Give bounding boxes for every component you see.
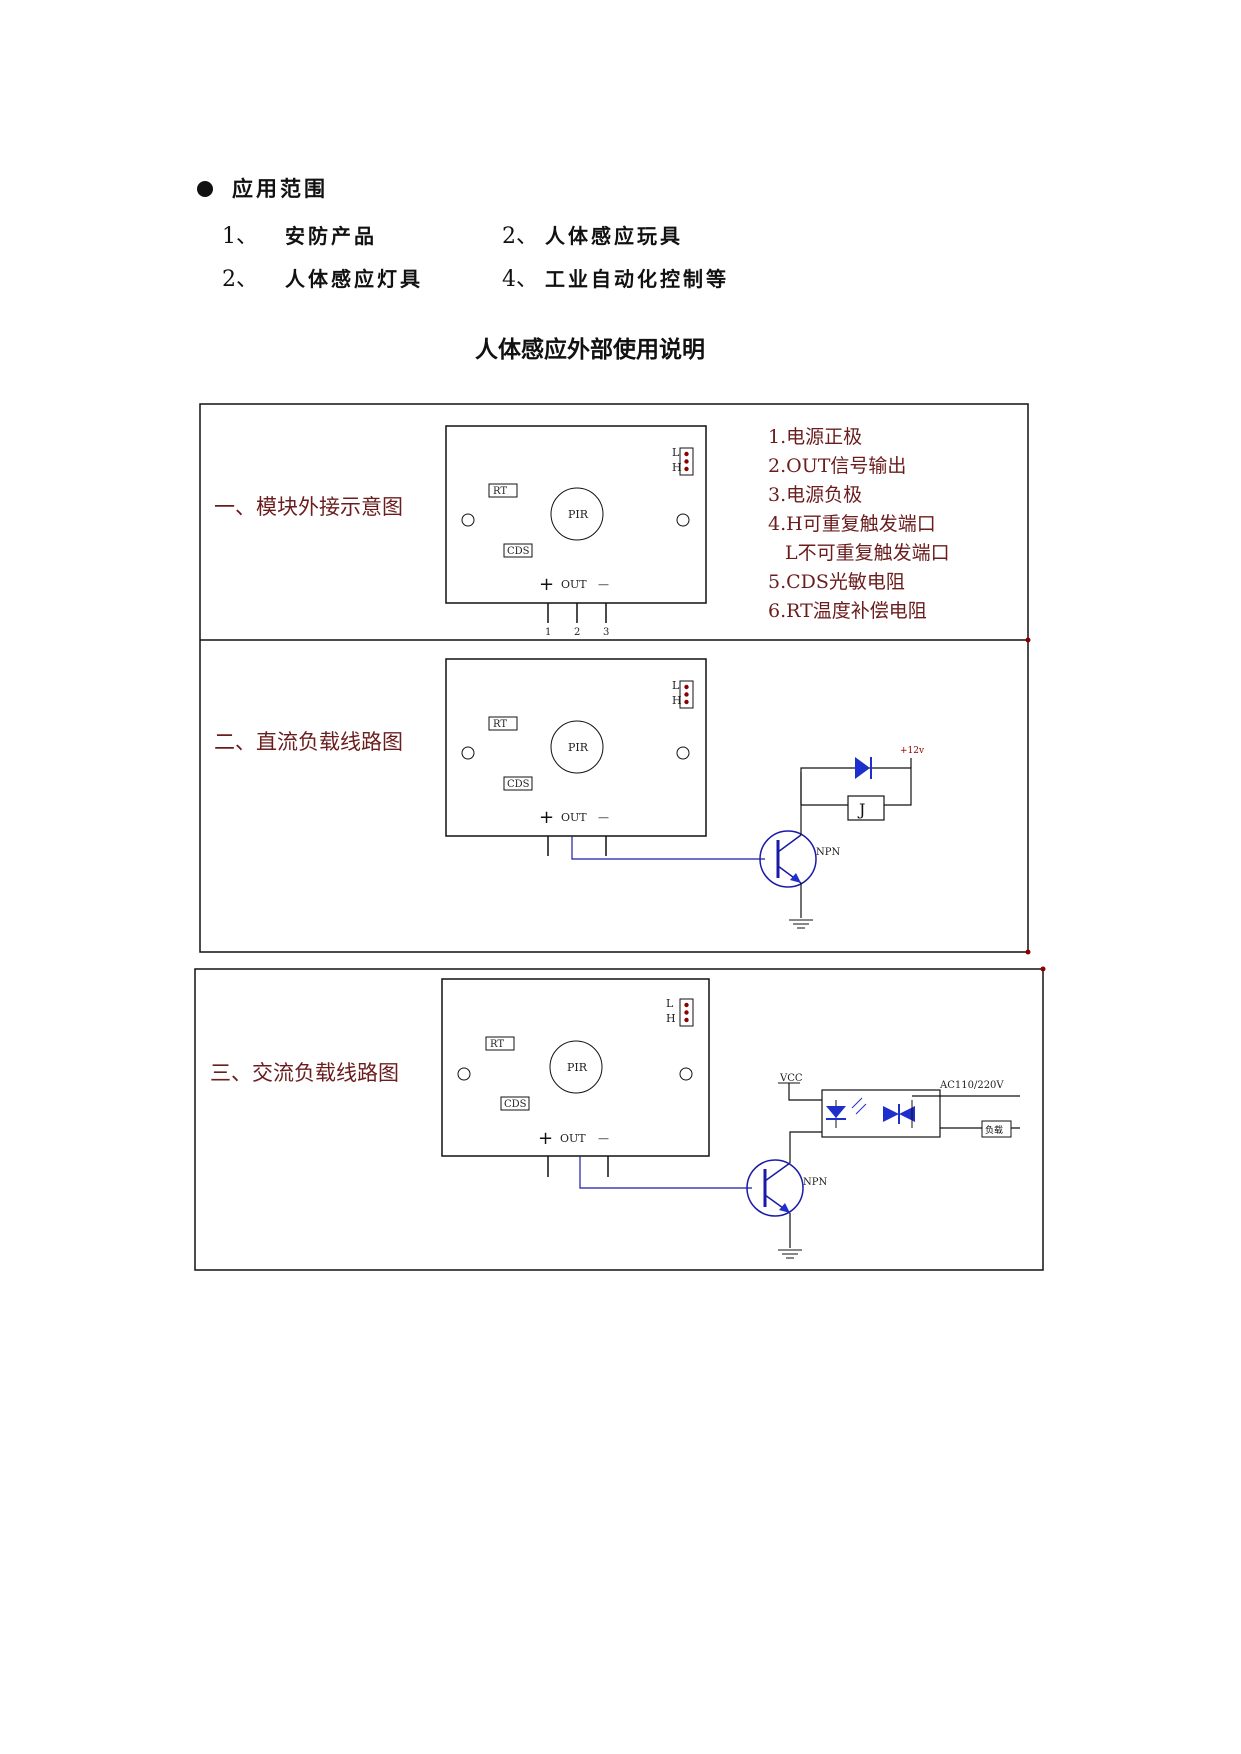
- svg-text:负载: 负载: [985, 1124, 1003, 1136]
- svg-text:—: —: [598, 578, 609, 591]
- section-heading: 应用范围: [232, 176, 328, 201]
- svg-text:RT: RT: [490, 1039, 504, 1050]
- svg-text:VCC: VCC: [779, 1073, 803, 1084]
- pin-label: 1: [545, 627, 551, 638]
- svg-text:+12v: +12v: [900, 746, 925, 756]
- svg-text:OUT: OUT: [561, 578, 587, 591]
- panel-label: 三、交流负载线路图: [210, 1061, 399, 1085]
- svg-text:+: +: [538, 1128, 553, 1149]
- svg-text:OUT: OUT: [560, 1132, 586, 1145]
- svg-text:PIR: PIR: [568, 508, 589, 521]
- lower-frame: [194, 968, 1044, 1271]
- led-icon: [826, 1106, 846, 1118]
- svg-text:PIR: PIR: [567, 1061, 588, 1074]
- app-item-num: 4、: [502, 267, 538, 292]
- legend-item: 3.电源负极: [768, 484, 862, 506]
- panel-label: 二、直流负载线路图: [214, 730, 403, 754]
- signal-wire: [579, 1156, 752, 1189]
- svg-text:—: —: [598, 1132, 609, 1145]
- ssr-icon: [821, 1089, 941, 1138]
- app-item-text: 安防产品: [285, 224, 377, 248]
- pin-label: 3: [603, 627, 609, 638]
- diode-icon: [855, 757, 870, 779]
- pir-module: L H RT PIR CDS + OUT —: [445, 425, 707, 604]
- signal-wire: [571, 836, 765, 860]
- app-item-text: 工业自动化控制等: [545, 267, 729, 291]
- ground-icon: [788, 919, 814, 929]
- relay-icon: [847, 795, 885, 821]
- svg-text:L: L: [672, 446, 680, 459]
- svg-text:+: +: [539, 574, 554, 595]
- svg-text:NPN: NPN: [803, 1177, 827, 1188]
- legend-item: 1.电源正极: [768, 426, 862, 448]
- legend-item: 2.OUT信号输出: [768, 455, 906, 477]
- pir-module: L H RT PIR CDS + OUT —: [445, 658, 707, 837]
- svg-text:NPN: NPN: [816, 847, 840, 858]
- pir-module: L H RT PIR CDS + OUT —: [441, 978, 710, 1157]
- legend-item: 5.CDS光敏电阻: [768, 571, 905, 593]
- triac-icon: [883, 1106, 899, 1122]
- pin-label: 2: [574, 627, 580, 638]
- upper-frame: [199, 403, 1029, 953]
- bullet-icon: [197, 181, 213, 197]
- app-item-num: 2、: [502, 224, 538, 249]
- npn-transistor: [759, 830, 817, 888]
- svg-text:H: H: [672, 694, 682, 707]
- ground-icon: [777, 1249, 803, 1259]
- svg-text:L: L: [672, 679, 680, 692]
- legend-item: 6.RT温度补偿电阻: [768, 600, 927, 622]
- app-item-num: 1、: [222, 224, 258, 249]
- load-icon: [981, 1120, 1012, 1138]
- svg-text:RT: RT: [493, 486, 507, 497]
- svg-text:CDS: CDS: [507, 546, 530, 557]
- svg-text:—: —: [598, 811, 609, 824]
- svg-text:OUT: OUT: [561, 811, 587, 824]
- svg-text:PIR: PIR: [568, 741, 589, 754]
- app-item-num: 2、: [222, 267, 258, 292]
- legend-item: L不可重复触发端口: [785, 542, 950, 564]
- app-item-text: 人体感应玩具: [545, 224, 683, 248]
- svg-text:H: H: [666, 1012, 676, 1025]
- svg-text:AC110/220V: AC110/220V: [939, 1080, 1004, 1091]
- npn-transistor: [746, 1159, 804, 1217]
- legend-item: 4.H可重复触发端口: [768, 513, 936, 535]
- svg-text:CDS: CDS: [504, 1099, 527, 1110]
- svg-text:+: +: [539, 807, 554, 828]
- svg-text:RT: RT: [493, 719, 507, 730]
- svg-text:CDS: CDS: [507, 779, 530, 790]
- panel-label: 一、模块外接示意图: [214, 495, 403, 519]
- svg-text:L: L: [666, 997, 674, 1010]
- app-item-text: 人体感应灯具: [285, 267, 423, 291]
- svg-text:J: J: [857, 800, 865, 819]
- svg-text:H: H: [672, 461, 682, 474]
- page-title: 人体感应外部使用说明: [475, 337, 705, 363]
